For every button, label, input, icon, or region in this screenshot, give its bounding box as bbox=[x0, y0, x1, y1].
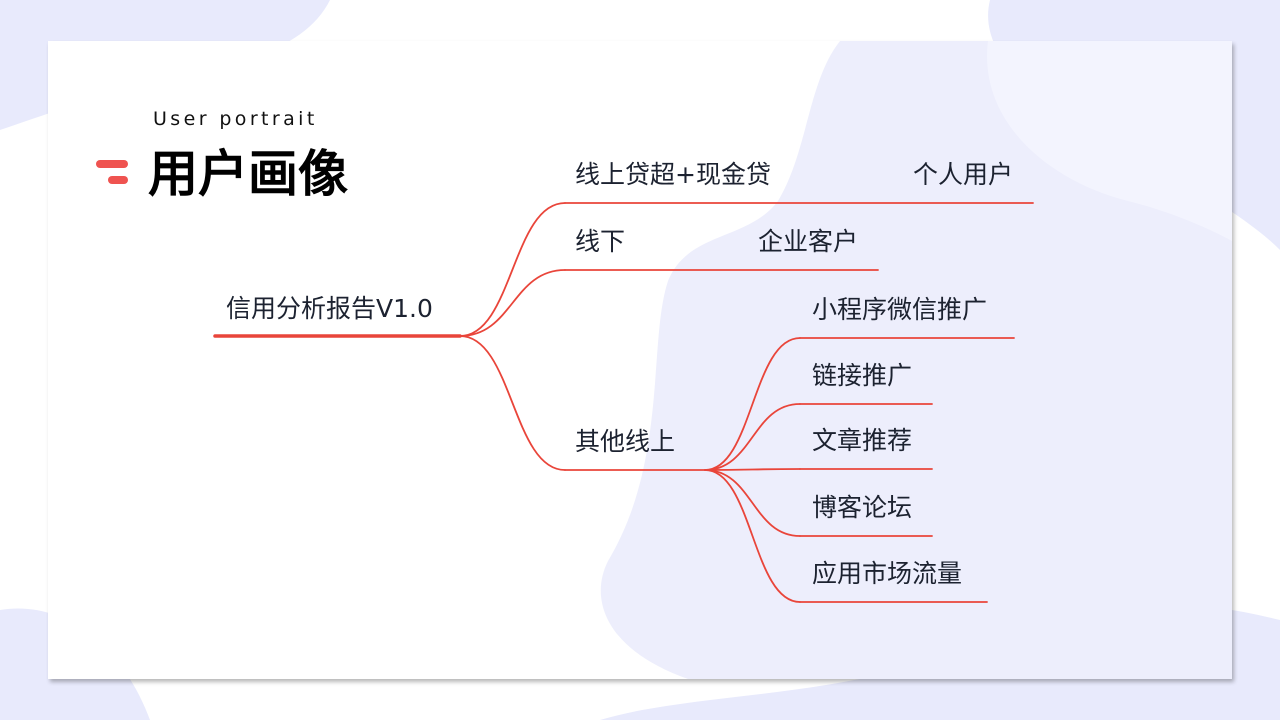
sub-connector-2 bbox=[704, 468, 801, 471]
branch-connector-2 bbox=[459, 335, 566, 471]
sub-connector-3 bbox=[704, 469, 801, 537]
root-node-label: 信用分析报告V1.0 bbox=[226, 294, 433, 323]
slide-subtitle: User portrait bbox=[153, 108, 318, 130]
branch-connector-1 bbox=[459, 269, 566, 337]
branch-node-label: 其他线上 bbox=[575, 427, 676, 456]
sub-connector-1 bbox=[704, 403, 801, 471]
branch-node-label: 线上贷超+现金贷 bbox=[575, 160, 771, 189]
leaf-node-label: 文章推荐 bbox=[812, 426, 913, 455]
title-accent-bar bbox=[96, 160, 128, 168]
leaf-node-label: 博客论坛 bbox=[812, 493, 913, 522]
leaf-node-label: 小程序微信推广 bbox=[812, 295, 988, 324]
slide-card bbox=[48, 41, 1232, 679]
card-blob-right bbox=[600, 41, 1232, 679]
sub-connector-0 bbox=[704, 337, 801, 471]
leaf-node-label: 个人用户 bbox=[913, 160, 1014, 189]
branch-connector-0 bbox=[459, 202, 566, 337]
slide-title: 用户画像 bbox=[148, 145, 348, 203]
title-accent-bar-short bbox=[108, 176, 128, 184]
branch-node-label: 线下 bbox=[575, 227, 626, 256]
card-blob-right-inner bbox=[987, 41, 1232, 241]
leaf-node-label: 应用市场流量 bbox=[812, 559, 963, 588]
leaf-node-label: 企业客户 bbox=[758, 227, 859, 256]
sub-connector-4 bbox=[704, 469, 801, 603]
leaf-node-label: 链接推广 bbox=[812, 361, 913, 390]
